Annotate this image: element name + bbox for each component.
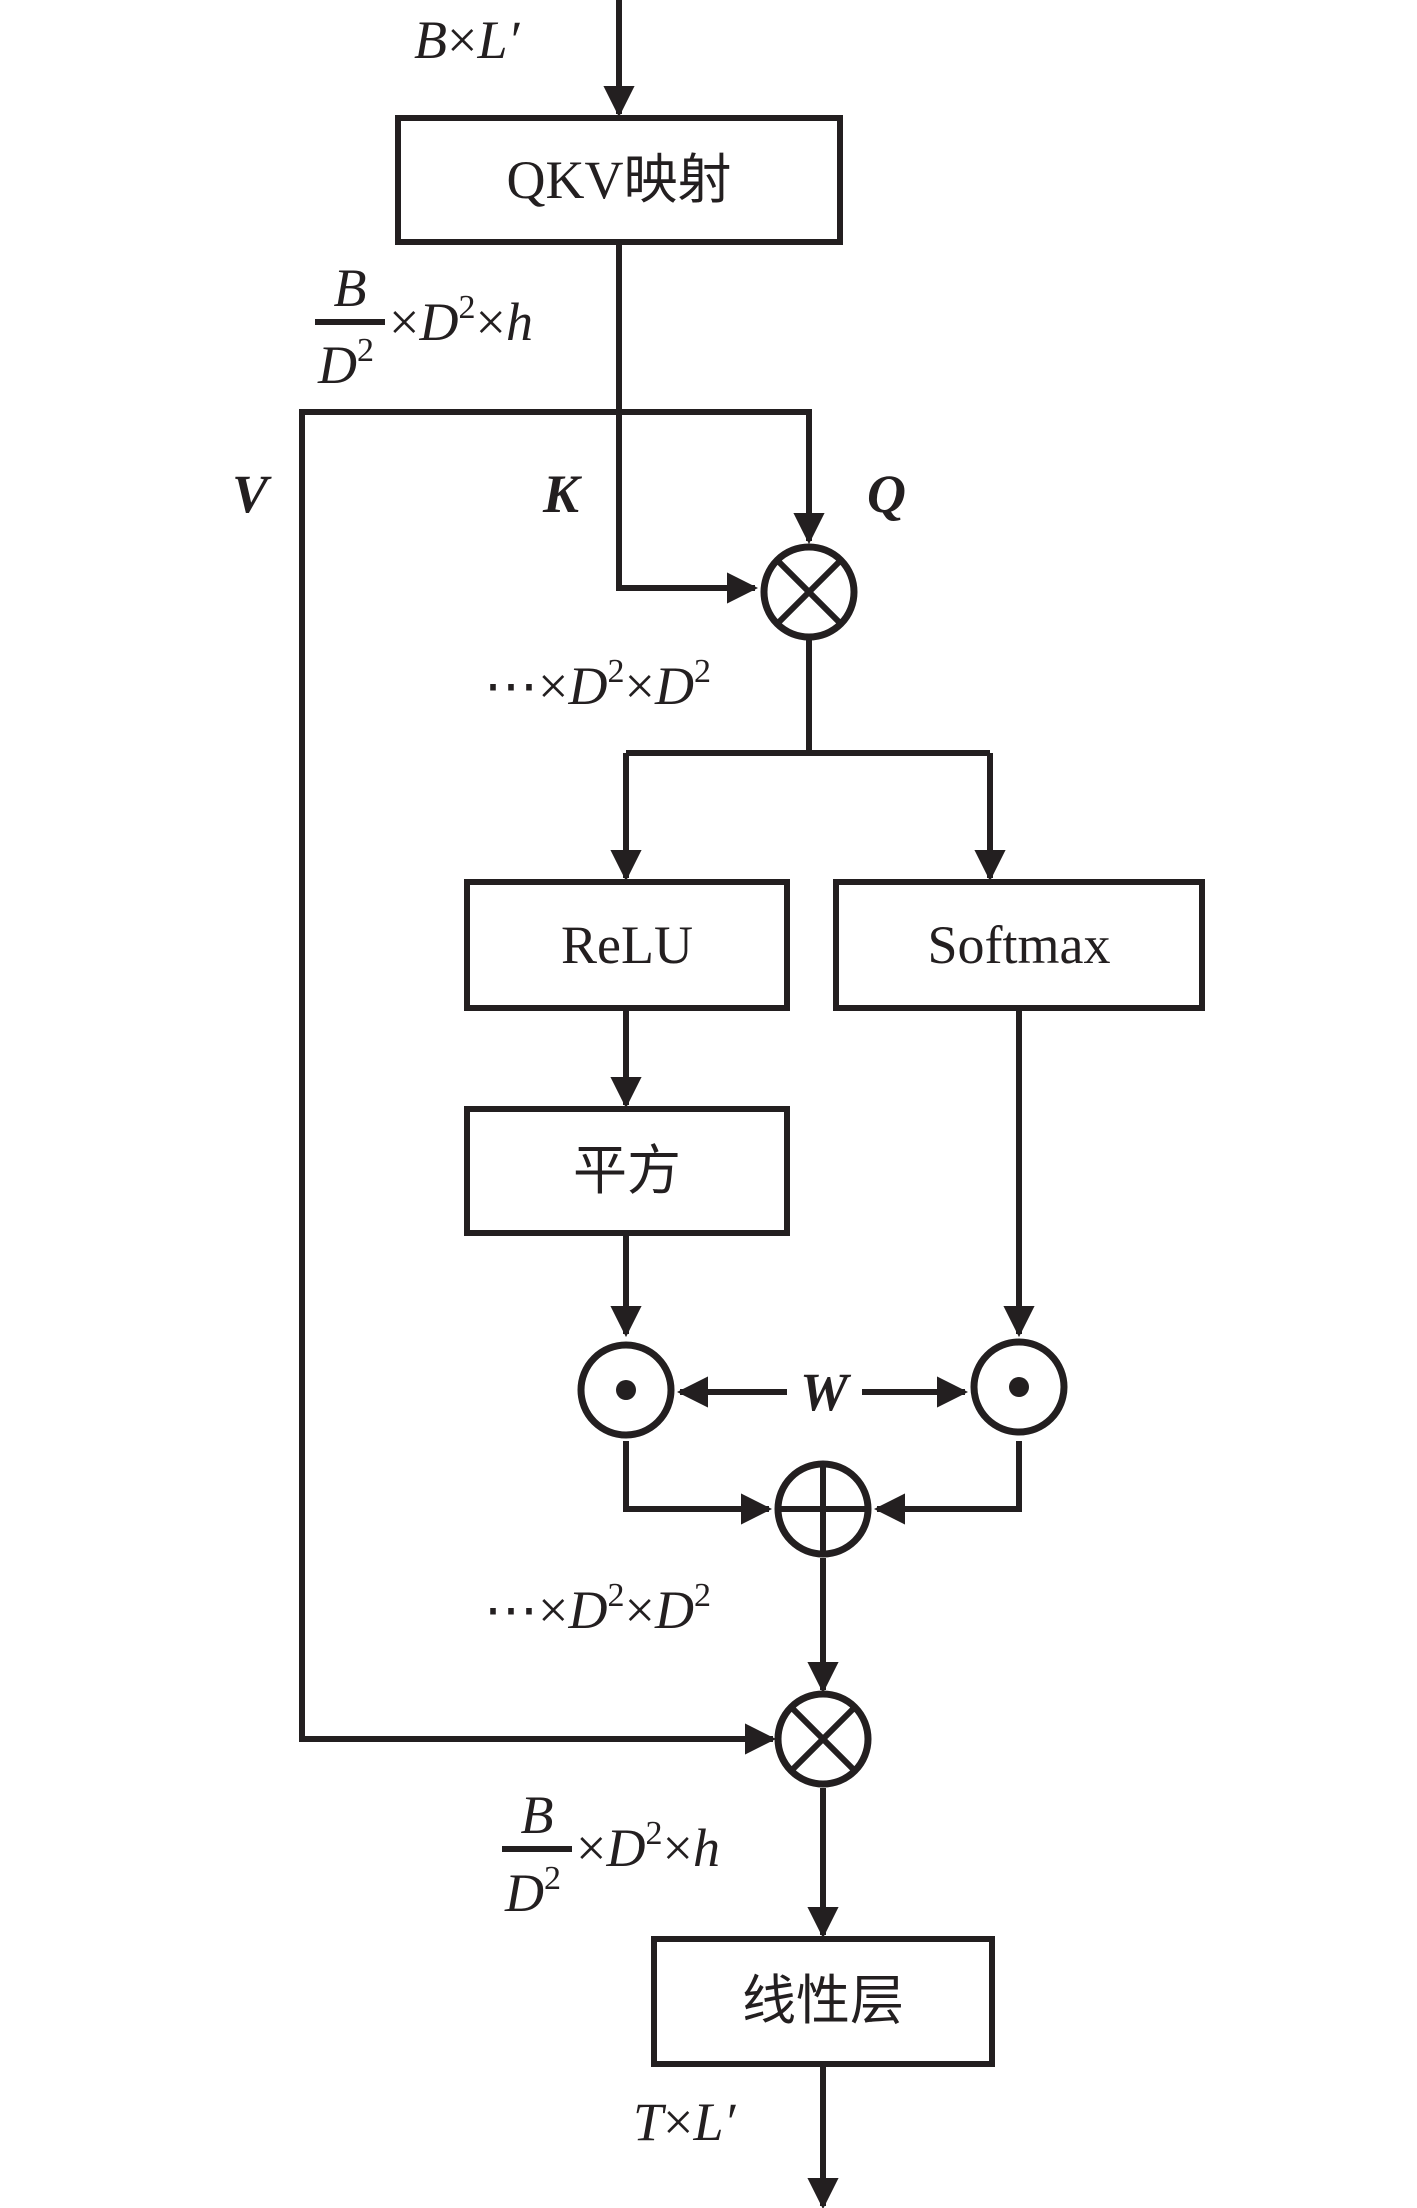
svg-text:D2: D2 [317, 332, 374, 395]
v-arrow [299, 409, 809, 1755]
softmax-box-label: Softmax [928, 915, 1111, 975]
square-box: 平方 [464, 1106, 790, 1236]
mix-dims-label: ⋯×D2×D2 [484, 1577, 711, 1640]
square-box-label: 平方 [573, 1141, 681, 1201]
svg-text:B: B [521, 1785, 554, 1845]
linear-box-label: 线性层 [742, 1971, 904, 2031]
hadamard-left-icon [577, 1341, 675, 1439]
right-to-add-arrow [873, 1441, 1022, 1525]
qkv-box: QKV映射 [395, 115, 843, 245]
k-arrow [616, 408, 759, 604]
add-icon [774, 1460, 872, 1558]
matmul-qk-icon [760, 543, 858, 641]
svg-text:B: B [334, 258, 367, 318]
k-label: K [542, 464, 583, 524]
linear-box: 线性层 [651, 1936, 995, 2067]
qkv-box-label: QKV映射 [507, 150, 732, 210]
score-dims-label: ⋯×D2×D2 [484, 653, 711, 716]
connectors [299, 0, 1035, 2208]
attention-output-dims-label: B D2 ×D2×h [502, 1785, 720, 1923]
w-label: W [800, 1362, 852, 1422]
input-dims-label: B×L′ [414, 10, 521, 70]
q-arrow [619, 409, 825, 545]
svg-text:×D2×h: ×D2×h [576, 1815, 720, 1878]
qkv-output-dims-label: B D2 ×D2×h [315, 258, 533, 395]
q-label: Q [867, 464, 906, 524]
v-label: V [232, 464, 272, 524]
hadamard-right-icon [970, 1338, 1068, 1436]
matmul-v-icon [774, 1690, 872, 1788]
left-to-add-arrow [623, 1441, 773, 1525]
softmax-box: Softmax [833, 879, 1205, 1011]
svg-text:×D2×h: ×D2×h [389, 289, 533, 352]
svg-text:D2: D2 [504, 1860, 561, 1923]
output-dims-label: T×L′ [633, 2092, 737, 2152]
relu-box: ReLU [464, 879, 790, 1011]
relu-box-label: ReLU [561, 915, 693, 975]
